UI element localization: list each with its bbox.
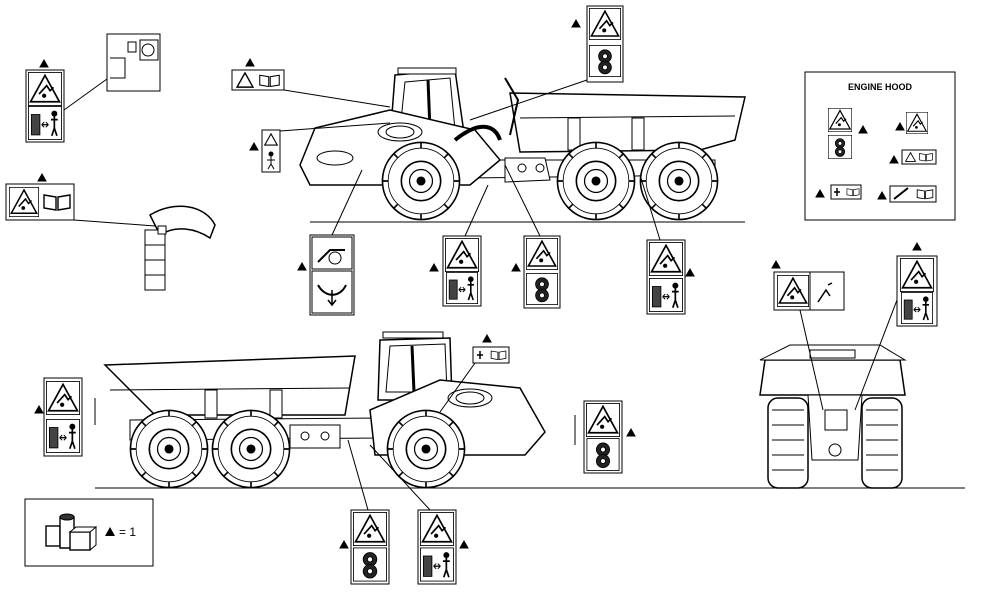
engine-hood-panel: ENGINE HOOD — [804, 71, 956, 221]
engine-hood-decal-burn — [895, 112, 928, 134]
engine-hood-decal-crush — [828, 108, 868, 160]
decal-tipping — [297, 169, 363, 316]
fender-detail — [144, 205, 216, 291]
decal-center-3 — [639, 174, 695, 315]
decal-bottom-left — [34, 377, 96, 457]
detail-inset-box — [106, 33, 161, 92]
truck-side-view-bottom — [95, 331, 965, 489]
engine-hood-decal-manual — [889, 149, 937, 165]
engine-hood-decal-refuel — [815, 184, 862, 200]
engine-hood-decal-tool — [877, 185, 937, 203]
truck-rear-view — [759, 344, 907, 489]
truck-side-view-top — [299, 67, 746, 223]
decal-rear-tall — [854, 241, 938, 411]
decal-bottom-pair-2 — [369, 444, 469, 585]
decal-center-1 — [429, 184, 489, 307]
decal-top-rotating — [469, 5, 624, 121]
decal-rear-wide — [771, 259, 845, 411]
decal-step — [249, 122, 391, 173]
legend-triangle-icon — [105, 527, 115, 536]
legend-box: = 1 — [24, 498, 154, 567]
decal-left-crush — [25, 58, 126, 143]
decal-left-manual — [5, 172, 156, 227]
decal-bottom-right — [574, 400, 636, 474]
decal-bottom-manual — [439, 333, 510, 413]
legend-text: = 1 — [119, 525, 136, 539]
parts-icon — [45, 513, 98, 551]
decal-top-manual — [231, 57, 391, 108]
decal-center-2 — [504, 164, 561, 309]
engine-hood-title: ENGINE HOOD — [848, 82, 913, 92]
decal-bottom-pair-1 — [339, 439, 390, 585]
